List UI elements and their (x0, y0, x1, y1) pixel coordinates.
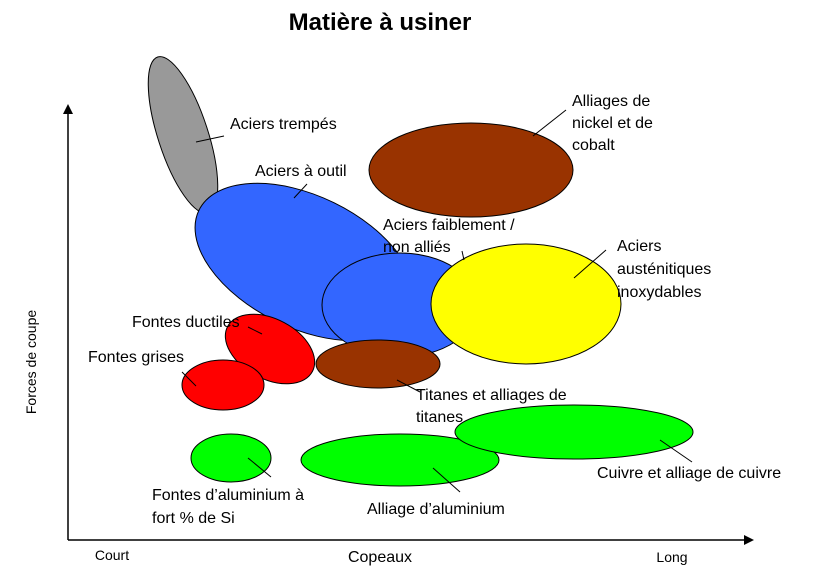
x-axis-start-label: Court (95, 547, 129, 563)
label-fontes-ductiles: Fontes ductiles (132, 314, 240, 331)
leader-titanes (396, 379, 421, 393)
ellipse-fontes-grises (181, 359, 265, 411)
ellipse-fontes-aluminium (190, 433, 272, 483)
ellipse-titanes (315, 339, 441, 389)
leader-fontes-grises (181, 371, 197, 387)
leader-aciers-trempes (195, 135, 225, 143)
label-alliage-aluminium: Alliage d’aluminium (367, 501, 505, 518)
label-aciers-outil: Aciers à outil (255, 163, 347, 180)
label-cuivre: Cuivre et alliage de cuivre (597, 465, 781, 482)
x-axis-end-label: Long (656, 549, 687, 565)
label-faiblement-allies: Aciers faiblement / non alliés (383, 217, 519, 256)
ellipse-austenitiques (430, 243, 622, 365)
diagram-title: Matière à usiner (289, 9, 472, 36)
x-axis-label: Copeaux (348, 549, 412, 566)
label-fontes-grises: Fontes grises (88, 349, 184, 366)
label-nickel-cobalt: Alliages de nickel et de cobalt (572, 93, 657, 154)
ellipse-cuivre (454, 404, 694, 460)
y-axis-label: Forces de coupe (23, 310, 39, 414)
label-aciers-trempes: Aciers trempés (230, 116, 337, 133)
leader-fontes-ductiles (247, 326, 263, 335)
label-austenitiques: Aciers austénitiques inoxydables (617, 238, 716, 301)
leader-alliage-aluminium (432, 467, 461, 493)
leader-fontes-aluminium (247, 457, 272, 478)
leader-austenitiques (573, 249, 607, 279)
leader-faiblement-allies (461, 250, 465, 261)
label-fontes-aluminium: Fontes d’aluminium à fort % de Si (152, 487, 309, 527)
leader-cuivre (659, 439, 693, 463)
label-titanes: Titanes et alliages de titanes (416, 387, 571, 426)
leader-nickel-cobalt (532, 109, 567, 137)
ellipse-nickel-cobalt (368, 122, 574, 218)
ellipse-alliage-aluminium (300, 433, 500, 487)
leader-aciers-outil (293, 183, 308, 199)
